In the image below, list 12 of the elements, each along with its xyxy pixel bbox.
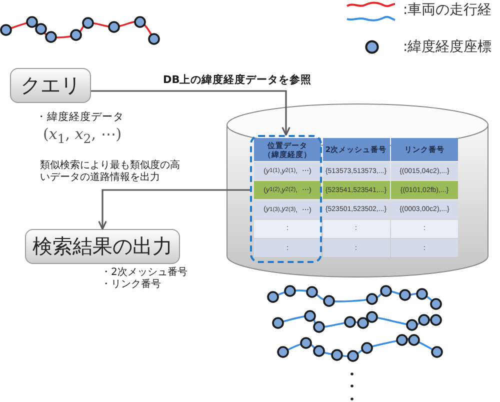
arrow (98, 189, 250, 230)
bullet-text: ・リンク番号 (101, 279, 161, 291)
process-box: クエリ (10, 68, 91, 103)
database-cylinder (226, 103, 489, 279)
bullet-text: ・2次メッシュ番号 (101, 267, 188, 278)
legend-text: :車両の走行経 (403, 2, 492, 18)
arrow (91, 90, 290, 136)
bullet-text: ・緯度経度データ (36, 111, 124, 124)
legend-text: :緯度経度座標 (403, 39, 492, 55)
process-box: 検索結果の出力 (25, 229, 180, 264)
formula: (x$_{1}$, x$_{2}$, ⋯) (43, 126, 122, 147)
edge-label: DB上の緯度経度データを参照 (163, 74, 312, 86)
